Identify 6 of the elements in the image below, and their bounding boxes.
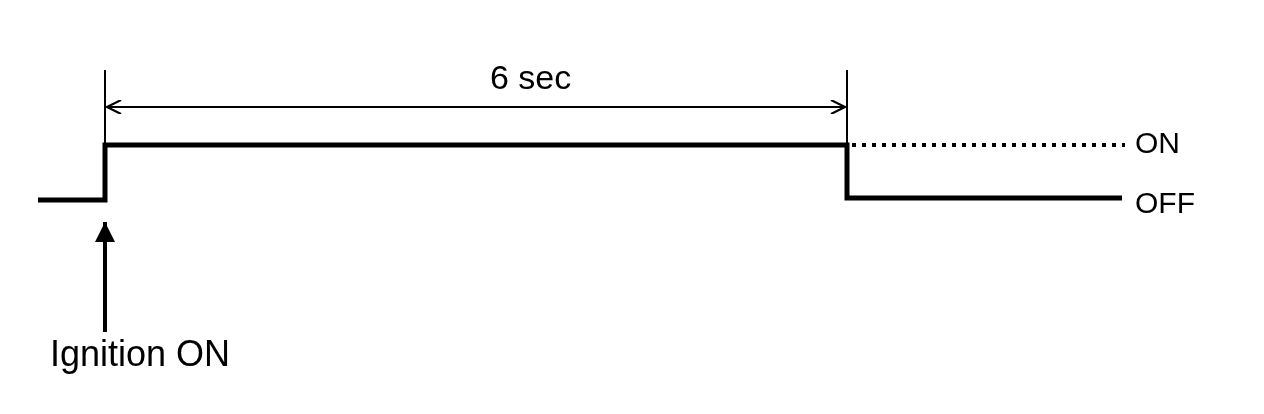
- level-label: ON: [1135, 128, 1180, 158]
- dimension-label: 6 sec: [490, 60, 572, 94]
- event-label: Ignition ON: [50, 336, 231, 372]
- arrow: [95, 222, 115, 332]
- timing-waveform-drawing: [38, 142, 1125, 203]
- level-label: OFF: [1135, 188, 1195, 218]
